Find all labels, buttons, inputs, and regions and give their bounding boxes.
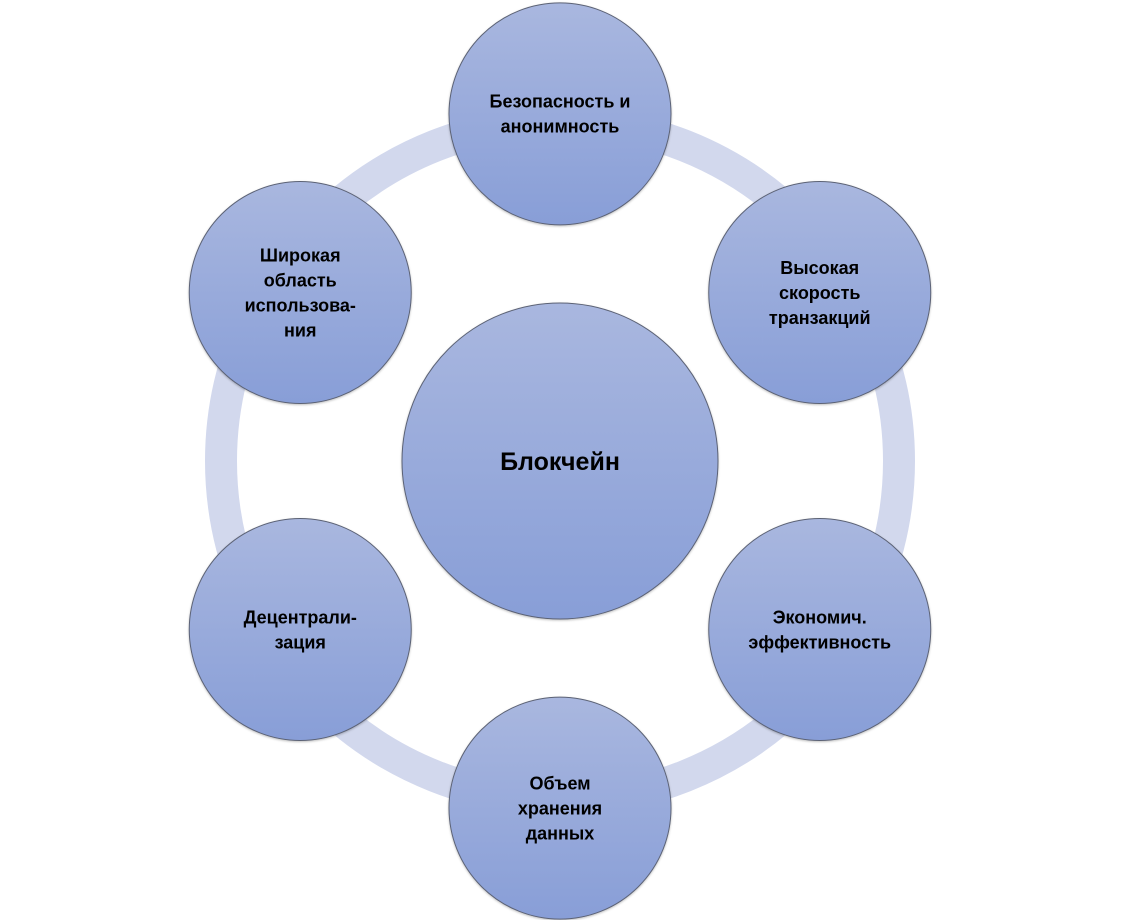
- node-security-circle: [448, 2, 672, 226]
- node-speed-label-line: Высокая: [780, 258, 859, 278]
- center-node-blockchain: Блокчейн: [401, 302, 719, 620]
- node-storage-circle: [448, 696, 672, 920]
- node-efficiency-circle: [708, 518, 932, 741]
- node-efficiency-label-line: Экономич.: [773, 607, 867, 627]
- node-speed-label-line: скорость: [779, 283, 860, 303]
- node-usage-label-line: ния: [284, 320, 316, 340]
- node-storage: Объем хранения данных: [448, 696, 672, 920]
- node-decentralization-circle: [188, 518, 412, 741]
- node-security-label-line: Безопасность и: [490, 92, 631, 112]
- node-storage-label-line: данных: [526, 823, 595, 843]
- node-speed-label-line: транзакций: [769, 308, 871, 328]
- node-security: Безопасность и анонимность: [448, 2, 672, 226]
- node-speed-circle: [708, 181, 932, 404]
- node-usage-circle: [188, 181, 412, 404]
- node-decentralization-label-line: зация: [275, 632, 326, 652]
- node-usage-label-line: область: [264, 270, 337, 290]
- node-efficiency: Экономич. эффективность: [708, 518, 932, 741]
- node-storage-label-line: Объем: [529, 773, 590, 793]
- node-storage-label-line: хранения: [518, 798, 602, 818]
- node-decentralization-label-line: Децентрали-: [244, 607, 357, 627]
- center-node-blockchain-label-line: Блокчейн: [500, 448, 620, 476]
- node-speed: Высокая скорость транзакций: [708, 181, 932, 404]
- center-node-blockchain-circle: [401, 302, 719, 620]
- node-usage: Широкая область использова-ния: [188, 181, 412, 404]
- node-decentralization: Децентрали-зация: [188, 518, 412, 741]
- node-usage-label-line: использова-: [245, 295, 356, 315]
- node-efficiency-label-line: эффективность: [748, 632, 891, 652]
- node-security-label-line: анонимность: [501, 117, 620, 137]
- node-usage-label-line: Широкая: [260, 245, 341, 265]
